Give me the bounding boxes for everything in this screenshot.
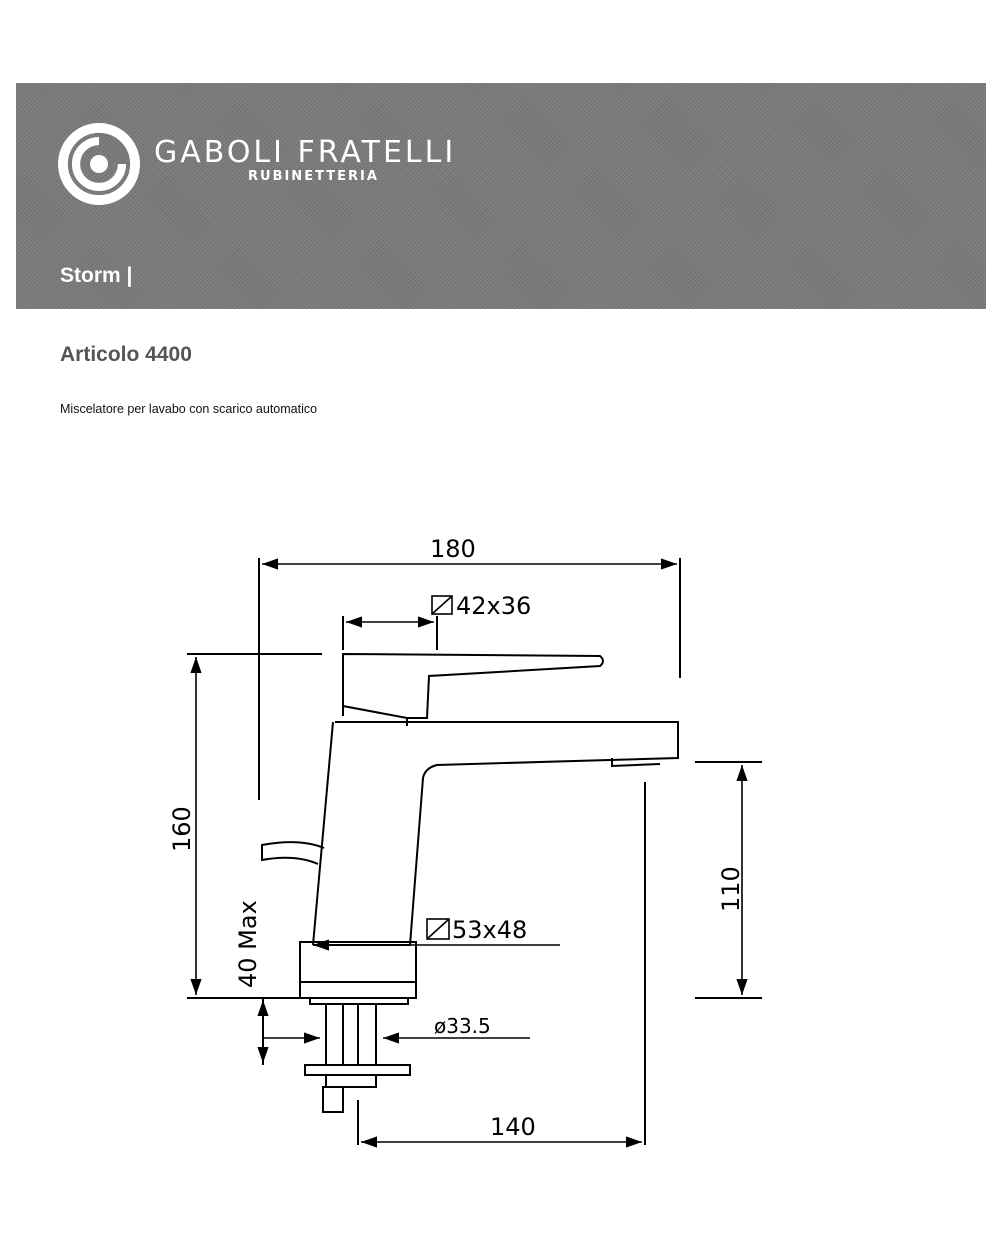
article-title: Articolo 4400 (60, 343, 192, 366)
brand-subtitle: RUBINETTERIA (248, 169, 379, 184)
article-description: Miscelatore per lavabo con scarico autom… (60, 402, 318, 416)
faucet-outline (187, 558, 762, 1145)
dim-max-thickness: 40 Max (234, 900, 262, 988)
section-symbols (426, 595, 453, 940)
dimension-lines (190, 558, 748, 1148)
dim-width-total: 180 (430, 535, 476, 563)
dim-height-total: 160 (168, 806, 196, 852)
spiral-logo-icon (58, 123, 140, 205)
dim-body-section: 53x48 (452, 916, 527, 944)
brand-name: GABOLI FRATELLI (154, 135, 457, 170)
dim-handle-section: 42x36 (456, 592, 531, 620)
collection-name: Storm | (60, 264, 133, 287)
header-banner: GABOLI FRATELLI RUBINETTERIA Storm | (16, 83, 986, 309)
dim-spout-height: 110 (717, 866, 745, 912)
dim-hole-diameter: ø33.5 (434, 1014, 491, 1038)
dim-reach: 140 (490, 1113, 536, 1141)
